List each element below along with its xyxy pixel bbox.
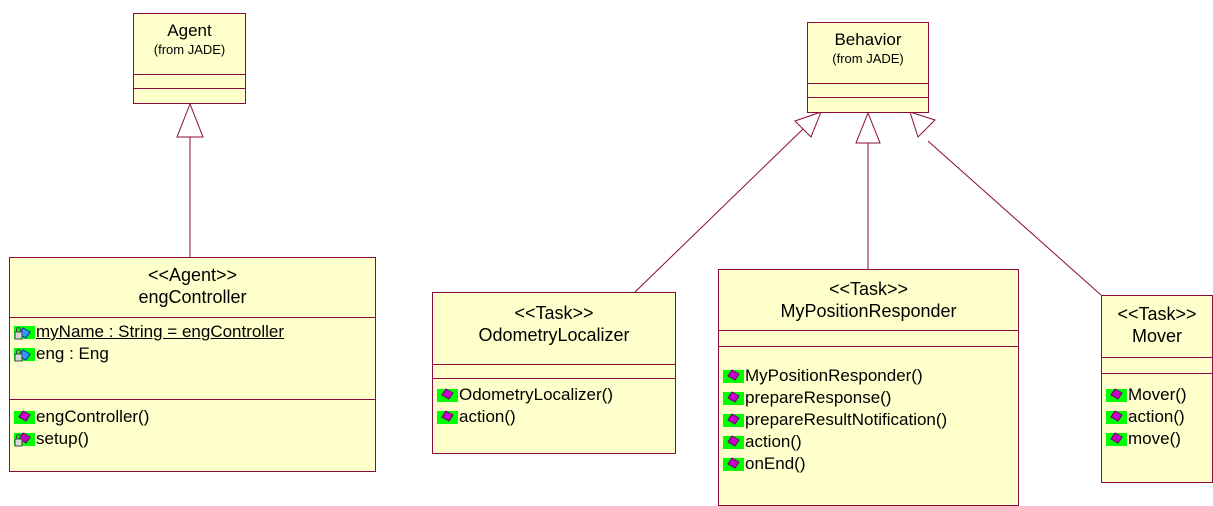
- odometrylocalizer-stereotype: <<Task>>: [514, 303, 594, 323]
- behavior-class-name: Behavior: [834, 30, 902, 49]
- operation-prepareresultnotification[interactable]: prepareResultNotification(): [723, 409, 1014, 431]
- operation-text: move(): [1128, 429, 1181, 448]
- operation-prepareresponse[interactable]: prepareResponse(): [723, 387, 1014, 409]
- behavior-attributes-section: [808, 84, 928, 98]
- operation-text: setup(): [36, 429, 89, 448]
- operation-mypositionresponder[interactable]: MyPositionResponder(): [723, 365, 1014, 387]
- agent-class-box[interactable]: Agent (from JADE): [133, 13, 246, 104]
- attribute-eng[interactable]: eng : Eng: [14, 343, 371, 365]
- attribute-myname[interactable]: myName : String = engController: [14, 321, 371, 343]
- engcontroller-operations-section: engController() setup(): [10, 400, 375, 471]
- attribute-text: myName : String = engController: [36, 322, 285, 341]
- engcontroller-class-name: engController: [138, 287, 247, 307]
- attribute-text: eng : Eng: [36, 344, 109, 363]
- odometrylocalizer-class-name: OdometryLocalizer: [478, 325, 630, 345]
- engcontroller-attributes-section: myName : String = engController eng : En…: [10, 318, 375, 400]
- mover-stereotype: <<Task>>: [1117, 304, 1197, 324]
- agent-operations-section: [134, 89, 245, 103]
- protected-method-icon: [14, 431, 35, 448]
- operation-engcontroller[interactable]: engController(): [14, 406, 371, 428]
- inheritance-arrowhead-behavior-right: [909, 111, 936, 138]
- generalization-line-odometry-behavior: [634, 128, 804, 293]
- public-method-icon: [723, 456, 744, 473]
- operation-setup[interactable]: setup(): [14, 428, 371, 450]
- operation-mover[interactable]: Mover(): [1106, 384, 1208, 406]
- operation-move[interactable]: move(): [1106, 428, 1208, 450]
- operation-text: MyPositionResponder(): [745, 366, 923, 385]
- operation-action[interactable]: action(): [437, 406, 671, 428]
- odometrylocalizer-operations-section: OdometryLocalizer() action(): [433, 379, 675, 433]
- engcontroller-stereotype: <<Agent>>: [147, 265, 238, 285]
- public-method-icon: [723, 368, 744, 385]
- operation-text: prepareResponse(): [745, 388, 892, 407]
- odometrylocalizer-attributes-section: [433, 365, 675, 379]
- operation-text: prepareResultNotification(): [745, 410, 948, 429]
- mover-class-name: Mover: [1131, 326, 1182, 346]
- operation-text: Mover(): [1128, 385, 1187, 404]
- inheritance-arrowhead-behavior-left: [794, 111, 822, 138]
- operation-text: OdometryLocalizer(): [459, 385, 613, 404]
- public-method-icon: [1106, 431, 1127, 448]
- operation-text: onEnd(): [745, 454, 806, 473]
- generalization-line-mover-behavior: [927, 140, 1102, 296]
- protected-attribute-icon: [14, 346, 35, 363]
- behavior-operations-section: [808, 98, 928, 112]
- public-method-icon: [723, 390, 744, 407]
- agent-attributes-section: [134, 75, 245, 89]
- public-method-icon: [723, 434, 744, 451]
- mover-attributes-section: [1102, 358, 1212, 374]
- operation-text: action(): [745, 432, 802, 451]
- mover-operations-section: Mover() action() move(): [1102, 374, 1212, 454]
- odometrylocalizer-class-box[interactable]: <<Task>> OdometryLocalizer OdometryLocal…: [432, 292, 676, 454]
- mypositionresponder-class-box[interactable]: <<Task>> MyPositionResponder MyPositionR…: [718, 269, 1019, 506]
- behavior-class-package: (from JADE): [832, 51, 904, 66]
- public-method-icon: [437, 409, 458, 426]
- mypositionresponder-attributes-section: [719, 331, 1018, 347]
- agent-class-name: Agent: [167, 21, 212, 40]
- public-method-icon: [437, 387, 458, 404]
- behavior-class-box[interactable]: Behavior (from JADE): [807, 22, 929, 113]
- inheritance-arrowhead-agent: [176, 102, 204, 138]
- operation-text: action(): [1128, 407, 1185, 426]
- operation-action[interactable]: action(): [723, 431, 1014, 453]
- mypositionresponder-stereotype: <<Task>>: [828, 279, 909, 299]
- public-method-icon: [14, 409, 35, 426]
- public-method-icon: [1106, 409, 1127, 426]
- mypositionresponder-operations-section: MyPositionResponder() prepareResponse() …: [719, 347, 1018, 479]
- public-method-icon: [1106, 387, 1127, 404]
- mypositionresponder-class-name: MyPositionResponder: [780, 301, 957, 321]
- operation-onend[interactable]: onEnd(): [723, 453, 1014, 475]
- public-method-icon: [723, 412, 744, 429]
- inheritance-arrowhead-behavior-center: [855, 111, 881, 144]
- protected-static-attribute-icon: [14, 324, 35, 341]
- agent-class-package: (from JADE): [153, 42, 226, 57]
- operation-odometrylocalizer[interactable]: OdometryLocalizer(): [437, 384, 671, 406]
- mover-class-box[interactable]: <<Task>> Mover Mover() action() move(): [1101, 295, 1213, 483]
- operation-action[interactable]: action(): [1106, 406, 1208, 428]
- engcontroller-class-box[interactable]: <<Agent>> engController myName : String …: [9, 257, 376, 472]
- operation-text: engController(): [36, 407, 150, 426]
- operation-text: action(): [459, 407, 516, 426]
